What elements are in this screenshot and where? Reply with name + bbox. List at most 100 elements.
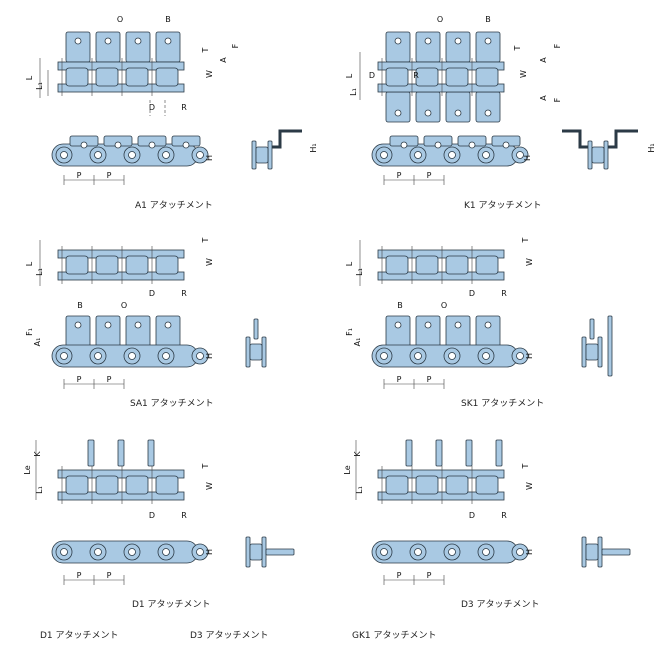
sa1-top-lower-plate-band — [57, 271, 185, 281]
dimension-label-l1: L₁ — [355, 268, 364, 276]
d3-top-upper-plate-band — [377, 469, 505, 479]
sk1-top-roller-3 — [445, 255, 469, 275]
caption-a1: A1 アタッチメント — [135, 201, 213, 211]
k1-end-plate-right — [603, 140, 609, 170]
dimension-label-l1: L₁ — [35, 82, 44, 90]
sa1-top-roller-4 — [155, 255, 179, 275]
d1-side-pin-hole-4 — [162, 548, 170, 556]
dimension-label-d: D — [149, 511, 155, 520]
sk1-side-pin-hole-3 — [448, 352, 456, 360]
d3-top-roller-3 — [445, 475, 469, 495]
d1-side-pin-hole-5 — [196, 548, 204, 556]
a1-top-tab-3 — [125, 31, 151, 63]
k1-top-lower-tab-hole-1 — [394, 109, 402, 117]
dimension-label-b: B — [397, 301, 403, 310]
dimension-label-h: H — [525, 353, 534, 359]
k1-top-lower-tab-hole-4 — [484, 109, 492, 117]
sk1-side-pin-hole-2 — [414, 352, 422, 360]
sa1-side-pin-hole-4 — [162, 352, 170, 360]
sa1-side-pin-hole-2 — [94, 352, 102, 360]
dimension-label-h1: H₁ — [309, 143, 318, 152]
d1-side-pin-hole-3 — [128, 548, 136, 556]
d3-end-plate-right — [597, 536, 603, 568]
k1-top-lower-tab-2 — [415, 91, 441, 123]
dimension-label-h: H — [523, 155, 532, 161]
a1-side-tab-hole-3 — [148, 141, 156, 149]
sa1-side-pin-hole-5 — [196, 352, 204, 360]
dimension-label-t: T — [201, 47, 210, 53]
d1-top-roller-3 — [125, 475, 149, 495]
dimension-label-h: H — [205, 155, 214, 161]
a1-top-tab-1 — [65, 31, 91, 63]
dimension-label-f: F — [553, 43, 562, 48]
dimension-label-d: D — [149, 103, 155, 112]
d1-top-extended-pin-1 — [87, 439, 95, 467]
dimension-label-o: O — [117, 15, 123, 24]
sa1-side-pin-hole-3 — [128, 352, 136, 360]
a1-top-roller-4 — [155, 67, 179, 87]
d3-end-roller — [585, 543, 599, 561]
dimension-label-le: Le — [343, 465, 352, 474]
sa1-end-plate-left — [245, 336, 251, 368]
dimension-label-t: T — [521, 463, 530, 469]
d1-top-lower-plate-band — [57, 491, 185, 501]
dimension-label-l: L — [25, 261, 34, 266]
k1-top-upper-tab-4 — [475, 31, 501, 63]
k1-top-upper-tab-3 — [445, 31, 471, 63]
k1-top-roller-1 — [385, 67, 409, 87]
dimension-label-r: R — [181, 289, 187, 298]
sa1-top-roller-2 — [95, 255, 119, 275]
dimension-label-w: W — [525, 258, 534, 266]
dimension-label-p: P — [397, 571, 402, 580]
dimension-label-h: H — [205, 549, 214, 555]
k1-top-roller-2 — [415, 67, 439, 87]
d1-end-plate-left — [245, 536, 251, 568]
d3-side-pin-hole-2 — [414, 548, 422, 556]
sk1-end-plate-right — [597, 336, 603, 368]
k1-top-roller-4 — [475, 67, 499, 87]
dimension-label-t: T — [201, 237, 210, 243]
dimension-label-p: P — [77, 571, 82, 580]
a1-end-bent-attachment — [272, 129, 302, 149]
sa1-side-tab-hole-2 — [104, 321, 112, 329]
k1-top-upper-tab-hole-3 — [454, 37, 462, 45]
dimension-label-le: Le — [23, 465, 32, 474]
caption-d1-panel: D1 アタッチメント — [132, 600, 211, 610]
a1-top-lower-plate-band — [57, 83, 185, 93]
a1-top-roller-3 — [125, 67, 149, 87]
d1-end-extended-pin — [265, 548, 295, 556]
sa1-top-roller-1 — [65, 255, 89, 275]
dimension-label-a: A — [219, 57, 228, 63]
a1-top-upper-plate-band — [57, 61, 185, 71]
d3-top-extended-pin-4 — [495, 439, 503, 467]
caption-k1: K1 アタッチメント — [464, 201, 542, 211]
dimension-label-b: B — [485, 15, 491, 24]
a1-side-pin-hole-4 — [162, 151, 170, 159]
d3-side-pin-hole-5 — [516, 548, 524, 556]
k1-side-pin-hole-3 — [448, 151, 456, 159]
dimension-label-l1: L₁ — [355, 486, 364, 494]
a1-end-plate-left — [251, 140, 257, 170]
k1-top-upper-tab-2 — [415, 31, 441, 63]
a1-side-pin-hole-5 — [196, 151, 204, 159]
sk1-top-upper-plate-band — [377, 249, 505, 259]
caption-bottom-gk1: GK1 アタッチメント — [352, 631, 437, 641]
sa1-end-upright-attachment — [253, 318, 259, 340]
k1-top-roller-3 — [445, 67, 469, 87]
caption-sk1: SK1 アタッチメント — [461, 399, 545, 409]
dimension-label-f1: F₁ — [25, 328, 34, 336]
dimension-label-h: H — [205, 353, 214, 359]
a1-top-roller-1 — [65, 67, 89, 87]
dimension-label-p: P — [107, 571, 112, 580]
sk1-side-pin-hole-5 — [516, 352, 524, 360]
k1-side-tab-hole-4 — [502, 141, 510, 149]
k1-top-upper-tab-1 — [385, 31, 411, 63]
dimension-label-a: A — [539, 57, 548, 63]
a1-top-tab-hole-1 — [74, 37, 82, 45]
sa1-side-tab-hole-4 — [164, 321, 172, 329]
k1-side-tab-hole-2 — [434, 141, 442, 149]
a1-top-roller-2 — [95, 67, 119, 87]
k1-end-roller — [591, 146, 605, 164]
dimension-label-r: R — [413, 71, 419, 80]
dimension-label-o: O — [121, 301, 127, 310]
